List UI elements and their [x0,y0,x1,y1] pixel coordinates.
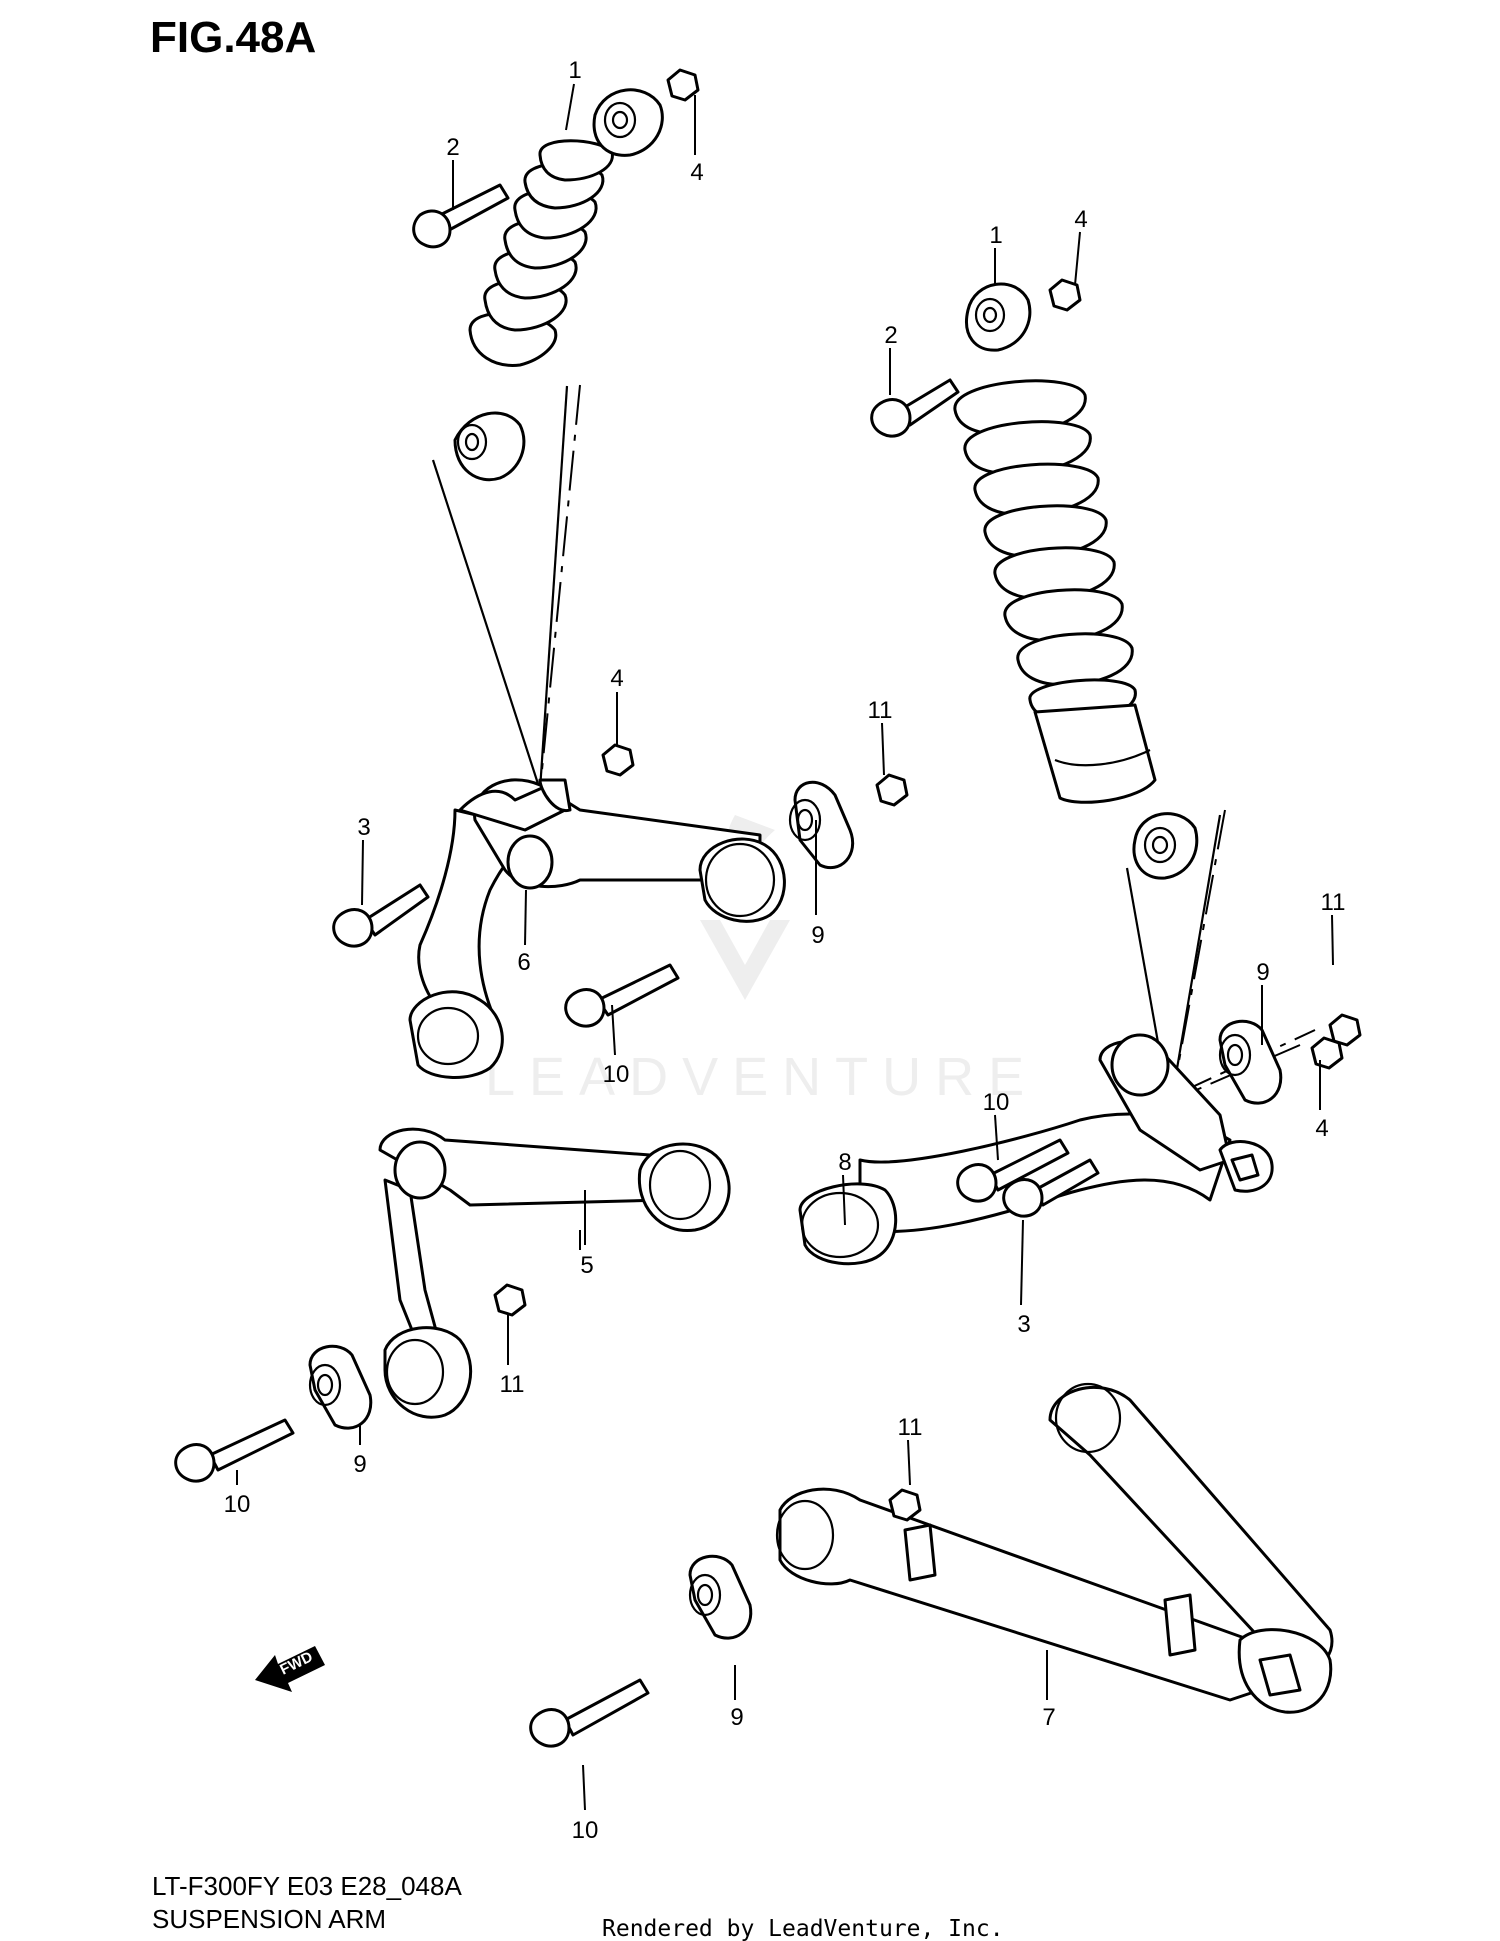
callout-labels: 1 2 4 1 4 2 4 11 3 9 6 10 11 9 10 4 8 5 … [224,57,1346,1844]
forward-direction-marker: FWD [255,1646,325,1692]
callout-1-right: 1 [989,222,1002,249]
callout-9-lower-right: 9 [730,1704,743,1731]
callout-6: 6 [517,949,530,976]
shock-absorber-left [453,88,664,482]
bushing-9-lower-left [308,1344,373,1430]
callout-11-lower-right: 11 [898,1414,923,1441]
callout-8: 8 [838,1149,851,1176]
bolt-10-lower-left [174,1418,295,1483]
callout-10-mid: 10 [603,1061,630,1088]
callout-7: 7 [1042,1704,1055,1731]
callout-11-mid: 11 [868,697,893,724]
nut-11-lower-left [493,1283,527,1317]
callout-4-top-left: 4 [690,159,703,186]
section-name-caption: SUSPENSION ARM [152,1904,386,1934]
nut-4-right-mid [1310,1036,1344,1070]
model-code-caption: LT-F300FY E03 E28_048A [152,1871,462,1901]
render-credit: Rendered by LeadVenture, Inc. [602,1916,1004,1941]
bolt-3-right [1002,1158,1100,1218]
callout-10-lower-left: 10 [224,1491,251,1518]
callout-leader-lines [236,83,1334,1811]
callout-3-left: 3 [357,814,370,841]
nut-11-mid [875,773,909,807]
callout-9-lower-left: 9 [353,1451,366,1478]
callout-10-right: 10 [983,1089,1010,1116]
callout-1-left: 1 [568,57,581,84]
callout-10-lower-right: 10 [572,1817,599,1844]
nut-4-mid [601,743,635,777]
shock-absorber-right [953,282,1199,880]
nut-4-top-right [1048,278,1082,312]
upper-arm-6 [408,778,786,1079]
callout-2-left: 2 [446,134,459,161]
callout-9-right: 9 [1256,959,1269,986]
callout-3-right: 3 [1017,1311,1030,1338]
callout-11-lower-left: 11 [500,1371,525,1398]
nut-4-top-left [666,68,700,102]
bushing-9-upper [788,780,855,869]
bolt-2-left [412,183,510,249]
bolt-10-lower-right [529,1678,650,1748]
figure-title: FIG.48A [150,13,316,62]
lower-arm-7 [775,1382,1334,1714]
callout-2-right: 2 [884,322,897,349]
bolt-2-right [870,378,960,438]
bolt-3-left [332,883,430,948]
bushing-9-right [1218,1019,1283,1105]
callout-4-mid: 4 [610,665,623,692]
nut-11-lower-right [888,1488,922,1522]
watermark-text: LEADVENTURE [485,1047,1038,1107]
bolt-10-right [956,1138,1070,1203]
bolt-10-mid [564,963,680,1028]
lower-arm-5 [378,1127,731,1419]
callout-9-upper: 9 [811,922,824,949]
callout-4-right-mid: 4 [1315,1115,1328,1142]
callout-4-top-right: 4 [1074,206,1087,233]
bushing-9-lower-right [688,1554,753,1640]
upper-arm-8 [798,1033,1274,1266]
callout-11-right: 11 [1321,889,1346,916]
callout-5: 5 [580,1252,593,1279]
